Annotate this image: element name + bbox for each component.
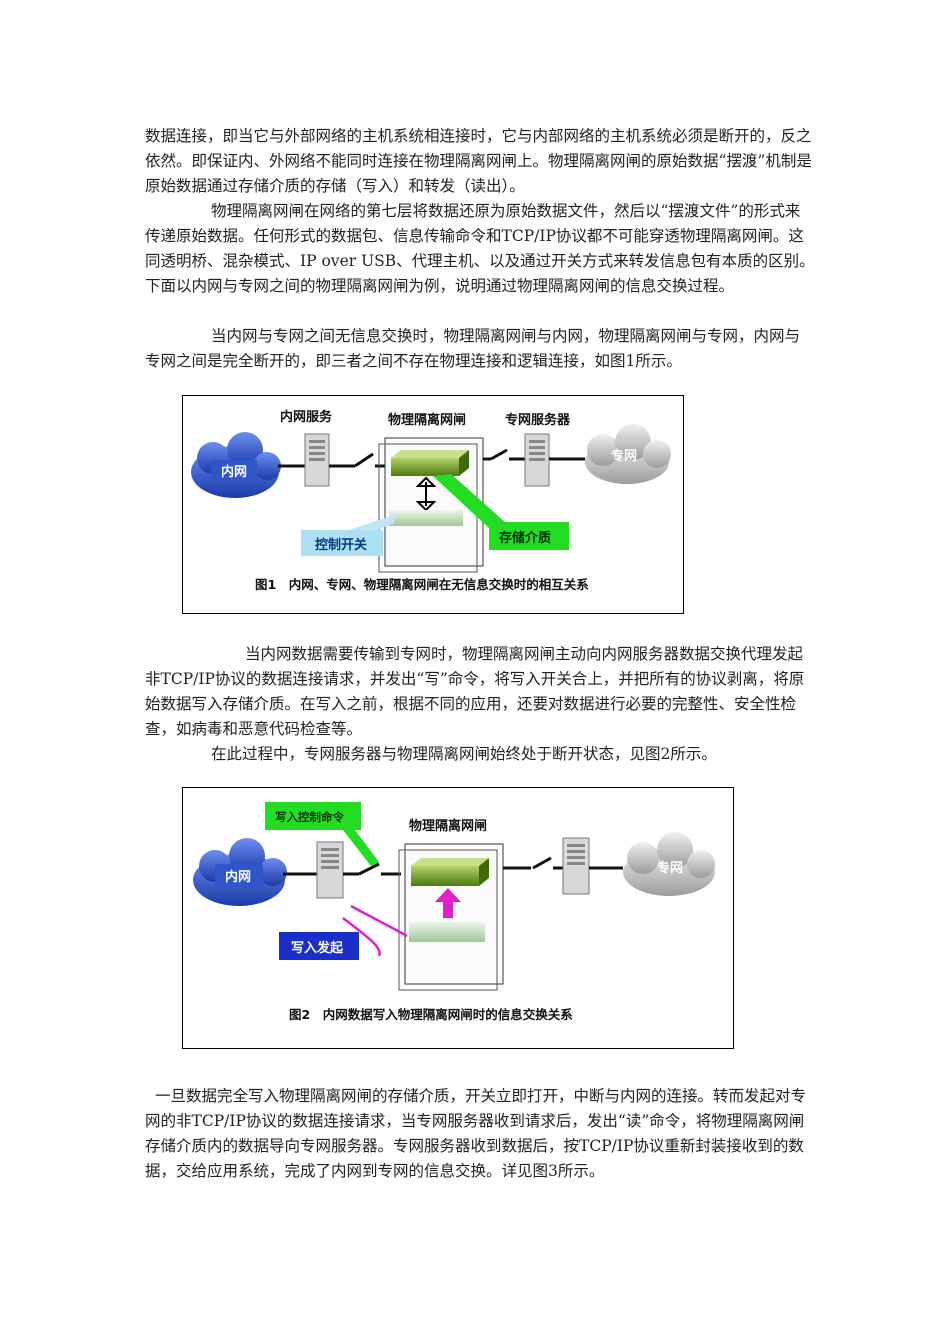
inner-net-cloud-2: 内网 xyxy=(193,838,287,906)
paragraph-3: 当内网与专网之间无信息交换时，物理隔离网闸与内网，物理隔离网闸与专网，内网与专网… xyxy=(145,327,801,370)
inner-net-label: 内网 xyxy=(221,464,247,480)
gateway-label-2: 物理隔离网闸 xyxy=(409,818,487,834)
paragraph-6: 一旦数据完全写入物理隔离网闸的存储介质，开关立即打开，中断与内网的连接。转而发起… xyxy=(145,1087,807,1180)
double-arrow-icon xyxy=(415,476,437,512)
paragraph-2: 物理隔离网闸在网络的第七层将数据还原为原始数据文件，然后以“摆渡文件”的形式来传… xyxy=(145,202,815,295)
control-switch-box xyxy=(301,530,383,556)
private-net-label: 专网 xyxy=(611,448,637,464)
storage-medium-box xyxy=(489,522,569,550)
private-server-label: 专网服务器 xyxy=(505,412,571,428)
private-server-icon-2 xyxy=(562,837,590,895)
private-net-cloud-2: 专网 xyxy=(623,832,715,896)
inner-server-icon xyxy=(304,433,330,487)
write-start-label: 写入发起 xyxy=(291,940,344,956)
private-net-label-2: 专网 xyxy=(657,860,683,876)
up-arrow-icon xyxy=(435,888,461,918)
write-cmd-label: 写入控制命令 xyxy=(275,810,344,824)
write-start-box xyxy=(279,932,359,960)
paragraph-5: 在此过程中，专网服务器与物理隔离网闸始终处于断开状态，见图2所示。 xyxy=(211,745,717,763)
figure-1-diagram: 内网服务 物理隔离网闸 专网服务器 内网 xyxy=(191,409,671,592)
gateway-box-2 xyxy=(398,843,504,991)
figure-1: 内网服务 物理隔离网闸 专网服务器 内网 xyxy=(182,395,684,614)
paragraph-4-text: 当内网数据需要传输到专网时，物理隔离网闸主动向内网服务器数据交换代理发起非TCP… xyxy=(145,645,805,738)
figure-2: 写入控制命令 物理隔离网闸 内网 xyxy=(182,787,734,1049)
figure-1-caption: 图1 内网、专网、物理隔离网闸在无信息交换时的相互关系 xyxy=(255,577,589,592)
inner-server-label: 内网服务 xyxy=(280,409,333,425)
inner-server-icon-2 xyxy=(316,841,344,899)
inner-net-cloud: 内网 xyxy=(191,432,281,498)
paragraph-4: 当内网数据需要传输到专网时，物理隔离网闸主动向内网服务器数据交换代理发起非TCP… xyxy=(145,642,815,742)
storage-medium-label: 存储介质 xyxy=(499,530,551,546)
private-server-icon xyxy=(524,433,550,487)
gateway-label: 物理隔离网闸 xyxy=(388,412,466,428)
figure-2-diagram: 写入控制命令 物理隔离网闸 内网 xyxy=(193,802,715,1022)
paragraph-1: 数据连接，即当它与外部网络的主机系统相连接时，它与内部网络的主机系统必须是断开的… xyxy=(145,127,812,195)
figure-2-caption: 图2 内网数据写入物理隔离网闸时的信息交换关系 xyxy=(289,1007,573,1022)
inner-net-label-2: 内网 xyxy=(225,869,251,885)
private-net-cloud: 专网 xyxy=(585,424,671,484)
control-switch-label: 控制开关 xyxy=(315,537,367,553)
write-cmd-box xyxy=(265,802,361,830)
